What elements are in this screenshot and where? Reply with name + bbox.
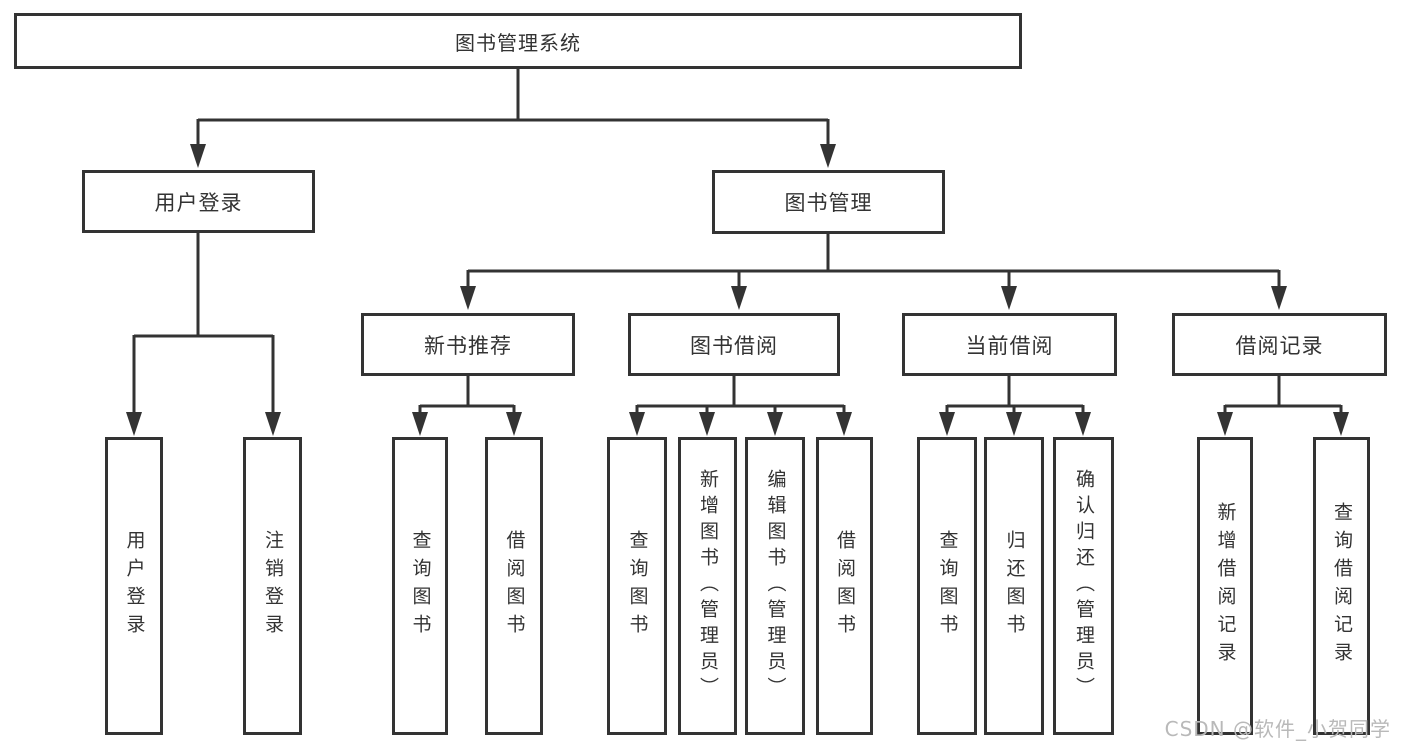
node-label: 查询借阅记录 [1331,502,1353,670]
leaf-add-books-admin: 新增图书（管理员） [678,437,737,735]
node-label: 图书管理 [784,191,873,215]
leaf-add-borrow-record: 新增借阅记录 [1197,437,1253,735]
node-label: 用户登录 [154,190,243,215]
leaf-user-login: 用户登录 [105,437,163,735]
node-user-login: 用户登录 [82,170,315,233]
node-label: 新增借阅记录 [1214,502,1237,670]
node-label: 新增图书（管理员） [697,469,719,703]
node-label: 图书借阅 [690,333,778,358]
node-label: 借阅图书 [834,530,856,642]
node-library-management-system: 图书管理系统 [14,13,1022,69]
node-label: 借阅记录 [1235,333,1324,358]
node-label: 查询图书 [936,530,959,642]
node-book-management: 图书管理 [712,170,945,234]
leaf-return-books: 归还图书 [984,437,1044,735]
node-label: 新书推荐 [424,333,512,358]
leaf-query-books-current: 查询图书 [917,437,977,735]
node-label: 查询图书 [409,530,432,642]
node-label: 借阅图书 [503,530,526,642]
node-label: 用户登录 [123,530,146,642]
node-label: 编辑图书（管理员） [764,469,787,703]
leaf-query-borrow-record: 查询借阅记录 [1313,437,1370,735]
node-label: 确认归还（管理员） [1073,469,1095,703]
node-label: 归还图书 [1003,530,1026,642]
leaf-logout: 注销登录 [243,437,302,735]
leaf-query-books-recommend: 查询图书 [392,437,448,735]
leaf-borrow-books: 借阅图书 [816,437,873,735]
leaf-edit-books-admin: 编辑图书（管理员） [745,437,805,735]
csdn-watermark: CSDN @软件_小贺同学 [1164,717,1391,741]
node-label: 注销登录 [262,530,284,642]
node-current-borrowing: 当前借阅 [902,313,1117,376]
leaf-query-books-borrowing: 查询图书 [607,437,667,735]
leaf-confirm-return-admin: 确认归还（管理员） [1053,437,1114,735]
node-book-borrowing: 图书借阅 [628,313,840,376]
node-label: 查询图书 [626,530,649,642]
leaf-borrow-books-recommend: 借阅图书 [485,437,543,735]
node-new-book-recommendation: 新书推荐 [361,313,575,376]
node-label: 图书管理系统 [455,30,581,55]
node-borrowing-records: 借阅记录 [1172,313,1387,376]
node-label: 当前借阅 [965,333,1054,358]
